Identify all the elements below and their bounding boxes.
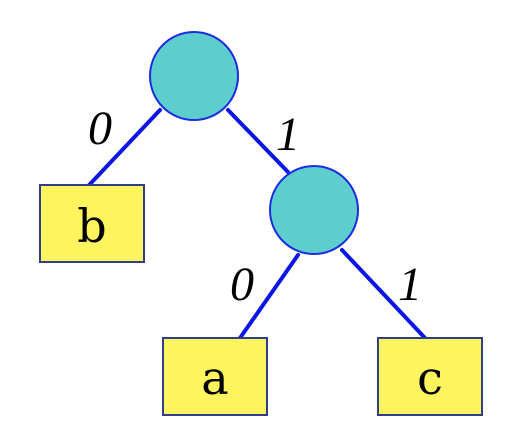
edge-label-root-right: 1	[276, 108, 300, 161]
edge-label-internal-left: 0	[230, 258, 254, 311]
edge-internal-to-leaf-c	[340, 248, 427, 340]
leaf-c-label: c	[417, 351, 443, 405]
leaf-b: b	[39, 184, 145, 263]
edge-label-root-left: 0	[88, 102, 112, 155]
leaf-a-box	[162, 337, 268, 416]
leaf-a: a	[162, 337, 268, 416]
leaf-b-label: b	[77, 199, 106, 253]
leaf-c: c	[377, 337, 483, 416]
edge-root-to-internal-node	[226, 108, 290, 174]
leaf-a-label: a	[201, 351, 228, 405]
edge-internal-to-leaf-a	[238, 253, 300, 340]
edge-label-internal-right: 1	[398, 258, 422, 311]
internal-node	[269, 165, 359, 255]
root-node	[149, 31, 239, 121]
leaf-c-box	[377, 337, 483, 416]
leaf-b-box	[39, 184, 145, 263]
